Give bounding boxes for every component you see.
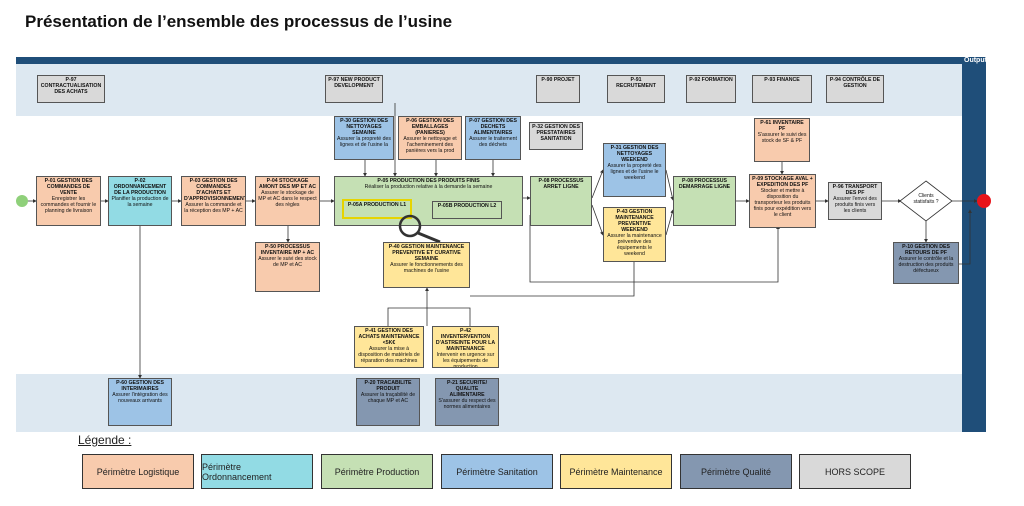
- box-p08-arret: P-08 PROCESSUS ARRET LIGNE: [530, 176, 592, 226]
- header-bar: [16, 57, 962, 64]
- legend-maintenance: Périmètre Maintenance: [560, 454, 672, 489]
- output-column: [962, 57, 986, 432]
- support-band-bottom: [16, 374, 986, 432]
- end-node: [977, 194, 991, 208]
- start-node: [16, 195, 28, 207]
- box-p91: P-91 RECRUTEMENT: [607, 75, 665, 103]
- box-p08-demarrage: P-08 PROCESSUS DEMARRAGE LIGNE: [673, 176, 736, 226]
- box-p06: P-06 GESTION DES EMBALLAGES (PANIERES)As…: [398, 116, 462, 160]
- legend-qualite: Périmètre Qualité: [680, 454, 792, 489]
- box-p97-contract: P-97 CONTRACTUALISATION DES ACHATS: [37, 75, 105, 103]
- box-p93: P-93 FINANCE: [752, 75, 812, 103]
- legend-production: Périmètre Production: [321, 454, 433, 489]
- legend-ordonnancement: Périmètre Ordonnancement: [201, 454, 313, 489]
- legend-sanitation: Périmètre Sanitation: [441, 454, 553, 489]
- decision-diamond: [899, 180, 953, 222]
- box-p32: P-32 GESTION DES PRESTATAIRES SANITATION: [529, 122, 583, 150]
- output-label: Output: [964, 57, 987, 64]
- support-band-top: [16, 64, 986, 116]
- box-p41: P-41 GESTION DES ACHATS MAINTENANCE <5K€…: [354, 326, 424, 368]
- box-p05b: P-05B PRODUCTION L2: [432, 201, 502, 219]
- box-p03: P-03 GESTION DES COMMANDES D'ACHATS ET D…: [181, 176, 246, 226]
- box-p42: P-42 INVENTERVENTION D'ASTREINTE POUR LA…: [432, 326, 499, 368]
- magnifier-icon: [398, 214, 441, 244]
- legend-logistique: Périmètre Logistique: [82, 454, 194, 489]
- box-p43: P-43 GESTION MAINTENANCE PREVENTIVE WEEK…: [603, 207, 666, 262]
- legend-title: Légende :: [78, 433, 132, 447]
- box-p40: P-40 GESTION MAINTENANCE PREVENTIVE ET C…: [383, 242, 470, 288]
- box-p97-npd: P-97 NEW PRODUCT DEVELOPMENT: [325, 75, 383, 103]
- box-p94: P-94 CONTRÔLE DE GESTION: [826, 75, 884, 103]
- decision-label: Clients statisfaits ?: [913, 193, 939, 205]
- page-title: Présentation de l’ensemble des processus…: [25, 12, 453, 31]
- box-p92: P-92 FORMATION: [686, 75, 736, 103]
- box-p90: P-90 PROJET: [536, 75, 580, 103]
- box-p05a: P-05A PRODUCTION L1: [342, 199, 412, 219]
- legend-hors-scope: HORS SCOPE: [799, 454, 911, 489]
